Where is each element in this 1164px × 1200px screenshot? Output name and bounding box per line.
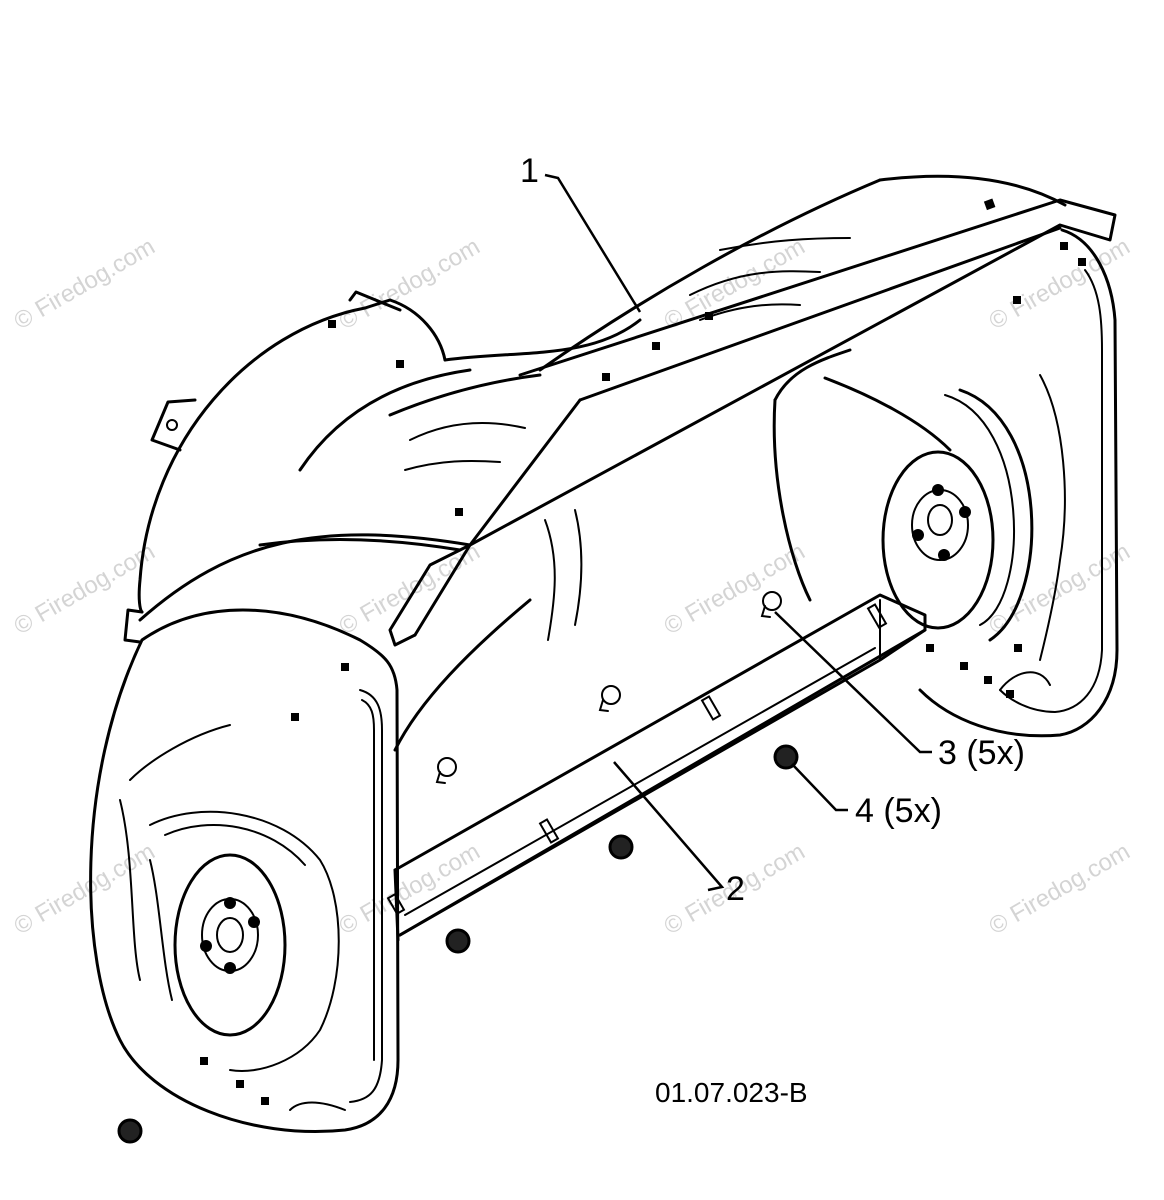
callout-1: 1 — [520, 152, 539, 190]
auger-housing-rear — [123, 290, 447, 644]
left-side-plate — [89, 608, 400, 1134]
nut — [117, 1118, 143, 1144]
right-side-plate — [772, 228, 1119, 738]
nut — [445, 928, 471, 954]
watermark: © Firedog.com — [335, 838, 485, 940]
drawing-number: 01.07.023-B — [655, 1077, 808, 1108]
nut — [608, 834, 634, 860]
watermark: © Firedog.com — [10, 538, 160, 640]
callout-4: 4 (5x) — [855, 792, 942, 830]
callout-3: 3 (5x) — [938, 734, 1025, 772]
watermark: © Firedog.com — [335, 233, 485, 335]
watermark: © Firedog.com — [10, 838, 160, 940]
watermark: © Firedog.com — [335, 538, 485, 640]
auger-trough — [138, 237, 851, 752]
watermark: © Firedog.com — [985, 838, 1135, 940]
bottom-frame-bar — [386, 591, 927, 942]
nuts — [117, 744, 799, 1144]
nut — [773, 744, 799, 770]
callout-2: 2 — [726, 870, 745, 908]
watermark: © Firedog.com — [10, 233, 160, 335]
top-frame-bar — [388, 174, 1117, 647]
leader-lines — [544, 173, 932, 892]
